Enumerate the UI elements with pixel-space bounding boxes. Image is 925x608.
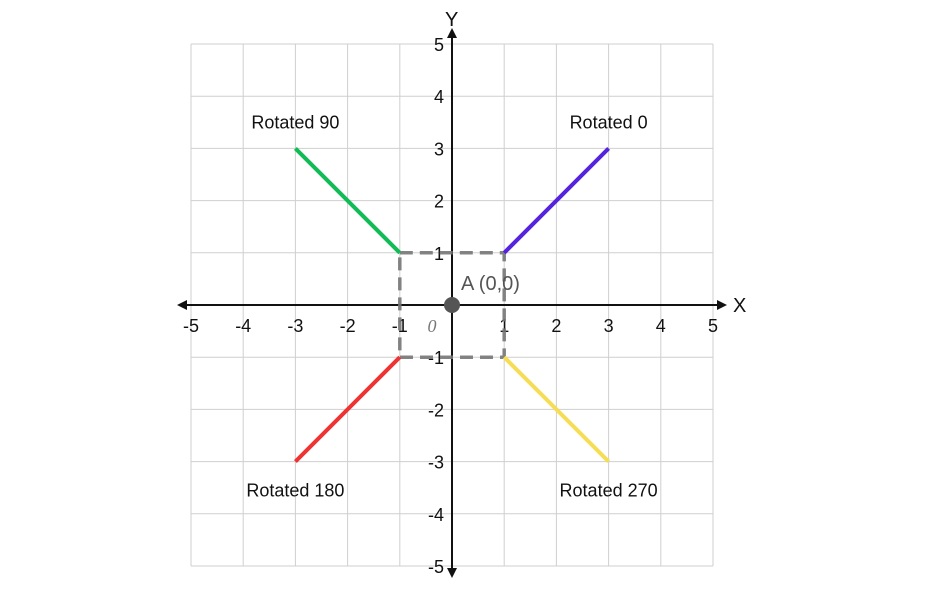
segment-line bbox=[293, 146, 402, 255]
x-tick-label: -4 bbox=[235, 316, 251, 336]
segment-label: Rotated 180 bbox=[246, 481, 344, 501]
x-axis-arrow-right-icon bbox=[717, 300, 727, 310]
origin-label: 0 bbox=[428, 316, 437, 336]
point-a-marker bbox=[444, 297, 460, 313]
x-tick-label: -2 bbox=[340, 316, 356, 336]
shapes bbox=[293, 146, 611, 464]
segment-line bbox=[502, 146, 611, 255]
y-tick-label: -5 bbox=[428, 557, 444, 577]
segment-label: Rotated 0 bbox=[570, 112, 648, 132]
y-tick-label: 2 bbox=[434, 192, 444, 212]
y-tick-label: -1 bbox=[428, 348, 444, 368]
x-tick-label: 4 bbox=[656, 316, 666, 336]
y-axis-label: Y bbox=[445, 9, 458, 31]
point-a-label: A (0,0) bbox=[461, 273, 520, 295]
x-axis-label: X bbox=[733, 295, 746, 317]
x-tick-label: 1 bbox=[499, 316, 509, 336]
y-tick-label: 3 bbox=[434, 139, 444, 159]
x-tick-label: 5 bbox=[708, 316, 718, 336]
y-axis-arrow-down-icon bbox=[447, 568, 457, 578]
y-tick-label: -3 bbox=[428, 453, 444, 473]
segment-line bbox=[293, 355, 402, 464]
x-tick-label: -5 bbox=[183, 316, 199, 336]
y-tick-label: 1 bbox=[434, 244, 444, 264]
y-axis-arrow-up-icon bbox=[447, 28, 457, 38]
y-tick-label: -4 bbox=[428, 505, 444, 525]
dashed-square bbox=[398, 251, 506, 359]
y-tick-label: 4 bbox=[434, 87, 444, 107]
x-axis-arrow-left-icon bbox=[177, 300, 187, 310]
segment-label: Rotated 270 bbox=[560, 481, 658, 501]
segment-labels: Rotated 0 Rotated 90 Rotated 180 Rotated 27… bbox=[246, 112, 657, 500]
x-tick-label: 3 bbox=[604, 316, 614, 336]
x-tick-label: 2 bbox=[551, 316, 561, 336]
y-tick-label: -2 bbox=[428, 400, 444, 420]
segment-line bbox=[502, 355, 611, 464]
x-tick-label: -3 bbox=[287, 316, 303, 336]
segment-label: Rotated 90 bbox=[251, 112, 339, 132]
y-tick-label: 5 bbox=[434, 35, 444, 55]
